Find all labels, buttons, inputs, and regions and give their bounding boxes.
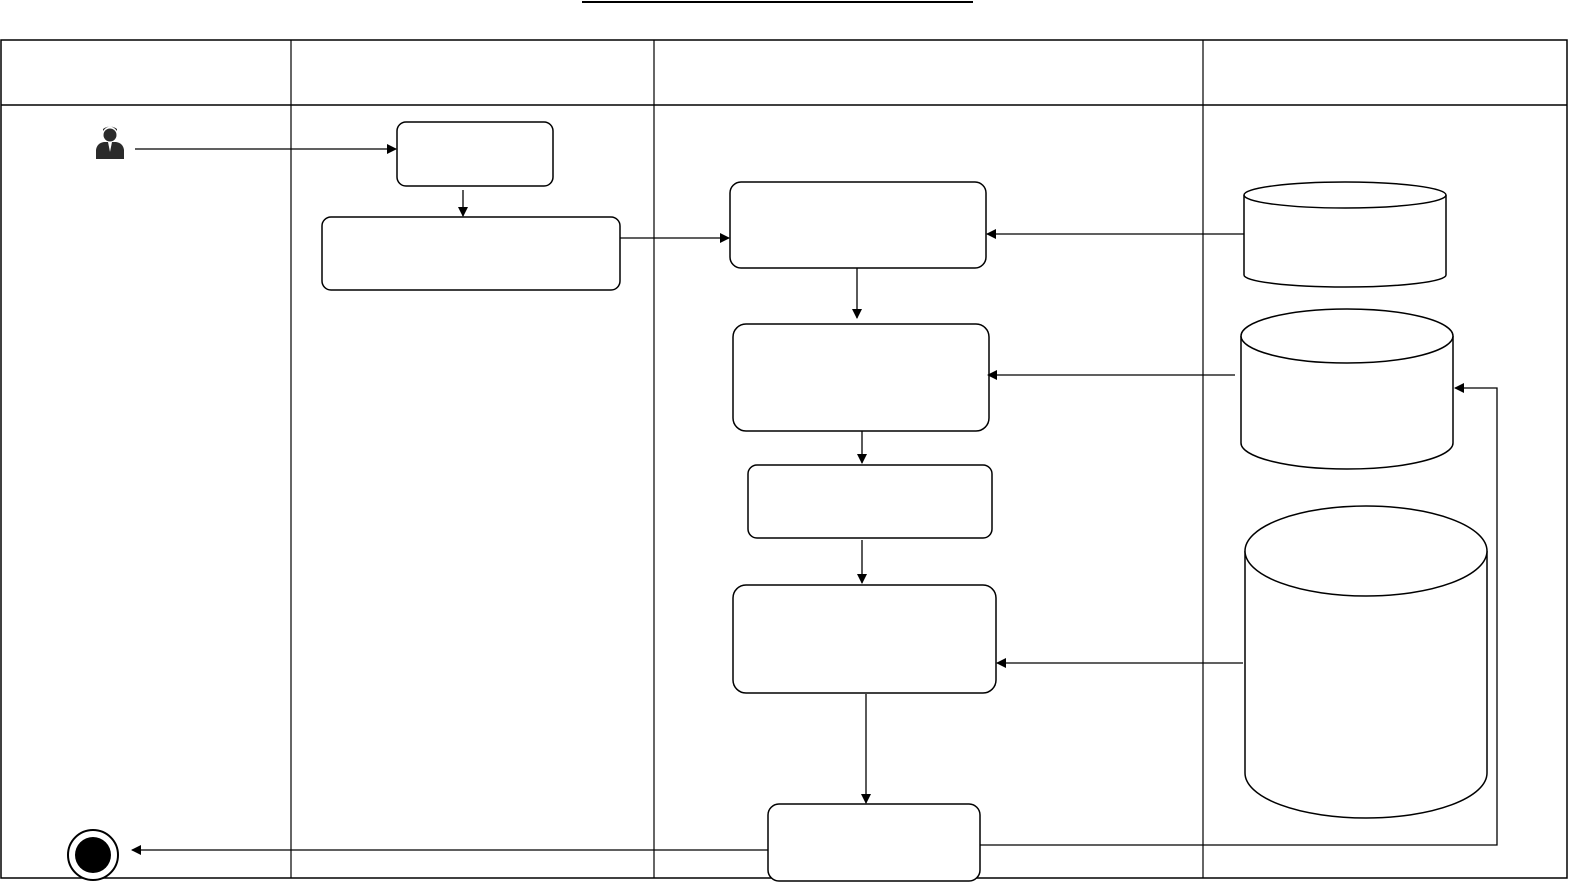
- activity-node-4: [732, 323, 990, 432]
- activity-node-7: [767, 803, 981, 882]
- activity-node-3: [729, 181, 987, 269]
- activity-node-1: [396, 121, 554, 187]
- final-state-icon: [67, 829, 119, 881]
- flow-node7-to-store2: [980, 383, 1498, 846]
- activity-node-5: [747, 464, 993, 539]
- datastore-2: [1240, 308, 1454, 470]
- activity-node-6: [732, 584, 997, 694]
- activity-node-2: [321, 216, 621, 291]
- user-icon: [96, 126, 124, 159]
- datastore-1: [1243, 181, 1447, 288]
- datastore-3: [1244, 505, 1488, 819]
